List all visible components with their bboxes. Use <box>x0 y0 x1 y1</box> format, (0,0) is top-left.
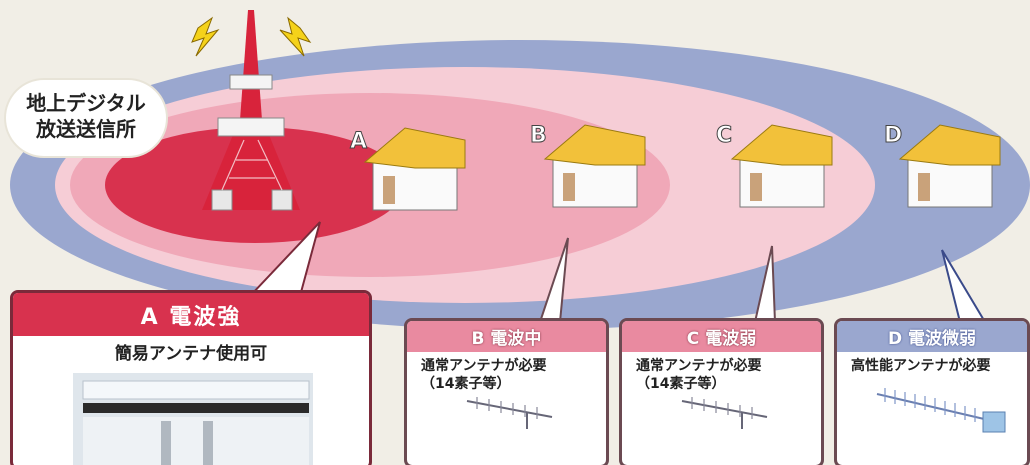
zone-card-desc: 簡易アンテナ使用可 <box>114 344 268 364</box>
zone-card-d: D 電波微弱 高性能アンテナが必要 <box>834 318 1030 465</box>
zone-card-c: C 電波弱 通常アンテナが必要 （14素子等） <box>619 318 824 465</box>
zone-label-c: C <box>716 123 732 148</box>
tower-icon <box>202 10 300 211</box>
callout-pointer-d <box>941 249 987 323</box>
station-label: 地上デジタル 放送送信所 <box>6 80 166 156</box>
house-icon <box>898 124 1001 208</box>
zone-card-title: C 電波弱 <box>622 321 821 352</box>
zone-label-b: B <box>530 123 547 148</box>
station-label-line2: 放送送信所 <box>36 117 136 141</box>
zone-card-desc: 高性能アンテナが必要 <box>851 358 991 374</box>
zone-card-desc: （14素子等） <box>421 375 511 392</box>
house-icon <box>730 124 833 208</box>
zone-card-desc: 通常アンテナが必要 <box>636 358 762 374</box>
zone-card-desc: （14素子等） <box>636 375 726 392</box>
house-icon <box>543 124 646 208</box>
antenna-icon <box>73 373 313 465</box>
zone-card-a: A 電波強 簡易アンテナ使用可 <box>10 290 372 465</box>
zone-card-title: B 電波中 <box>407 321 606 352</box>
zone-card-b: B 電波中 通常アンテナが必要 （14素子等） <box>404 318 609 465</box>
zone-card-title: D 電波微弱 <box>837 321 1027 352</box>
house-icon <box>363 127 466 211</box>
antenna-icon <box>876 387 1006 432</box>
zone-card-title: A 電波強 <box>13 293 369 336</box>
signal-bolt-icon <box>191 16 312 57</box>
zone-label-a: A <box>350 129 367 154</box>
antenna-icon <box>466 397 553 429</box>
zone-card-desc: 通常アンテナが必要 <box>421 358 547 374</box>
zone-label-d: D <box>884 123 902 148</box>
antenna-icon <box>681 397 768 429</box>
station-label-line1: 地上デジタル <box>26 91 146 115</box>
